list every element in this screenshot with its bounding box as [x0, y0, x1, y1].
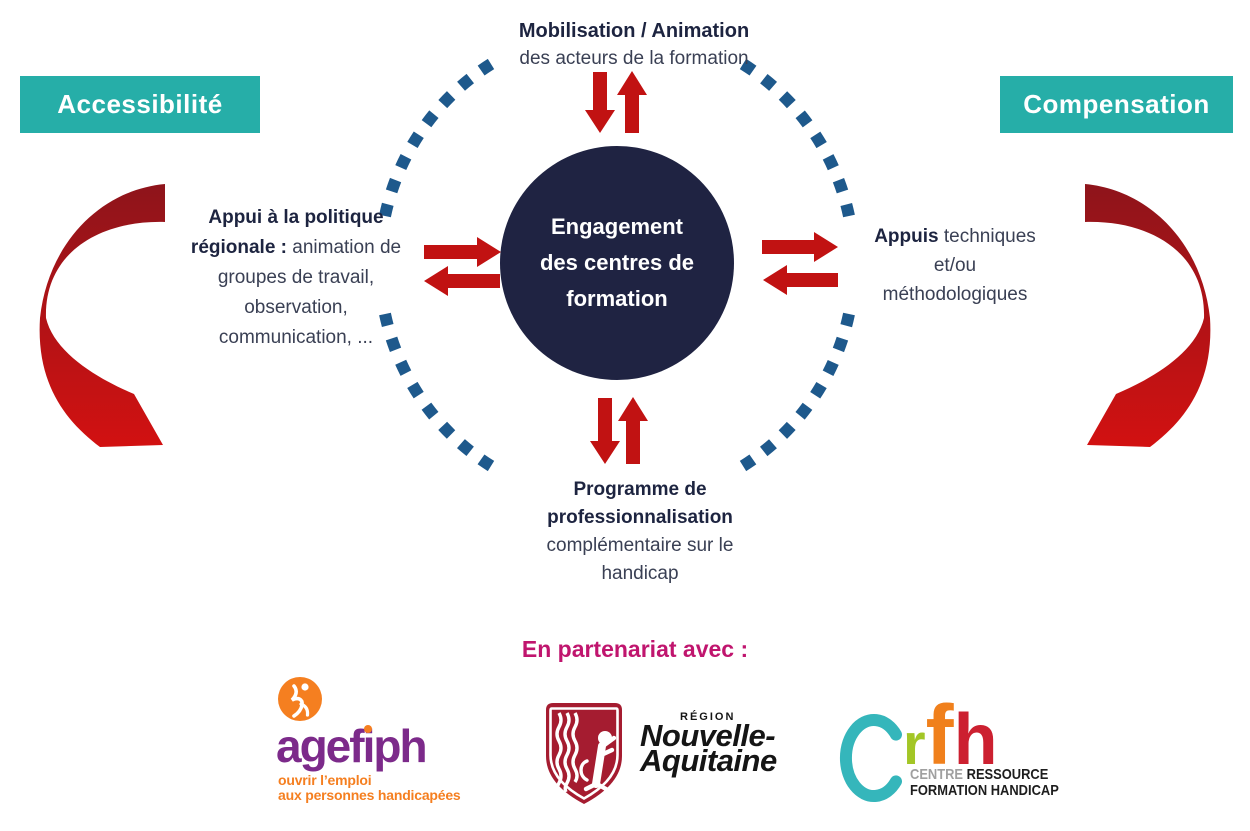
node-appui-politique: Appui à la politique régionale : animati…	[166, 203, 426, 353]
region-line1: Nouvelle-	[640, 718, 776, 753]
node-line: Programme de	[573, 479, 707, 500]
node-line: groupes de travail,	[217, 267, 375, 288]
dashed-arc-top-left-icon	[379, 58, 495, 218]
arrow-down-top-icon	[585, 72, 615, 133]
arrow-right-left-side-icon	[424, 237, 501, 267]
node-line: complémentaire sur le	[546, 535, 734, 556]
curved-arrow-right-icon	[1085, 184, 1211, 447]
center-circle-engagement: Engagement des centres de formation	[500, 146, 734, 380]
node-line: handicap	[601, 563, 679, 584]
arrow-left-right-side-icon	[763, 265, 838, 295]
banner-accessibilite: Accessibilité	[20, 76, 260, 133]
arrow-left-left-side-icon	[424, 266, 500, 296]
crfh-c-icon	[840, 714, 902, 802]
node-line: Mobilisation / Animation	[518, 20, 750, 42]
node-appuis-techniques: Appuis techniques et/ou méthodologiques	[830, 222, 1080, 309]
node-line: observation,	[244, 297, 348, 318]
agefiph-i-orange-dot: i	[362, 720, 376, 772]
banner-accessibilite-label: Accessibilité	[57, 89, 223, 119]
arrow-down-bottom-icon	[590, 398, 620, 464]
node-mobilisation: Mobilisation / Animation des acteurs de …	[484, 18, 784, 72]
center-circle-line2: des centres de	[539, 250, 695, 275]
node-line: Appuis techniques	[874, 226, 1036, 247]
agefiph-tagline: ouvrir l’emploi aux personnes handicapée…	[278, 772, 461, 803]
partners-heading: En partenariat avec :	[521, 636, 749, 662]
node-line: communication, ...	[218, 327, 374, 348]
banner-compensation: Compensation	[1000, 76, 1233, 133]
region-overline: RÉGION	[680, 711, 736, 723]
region-wordmark: RÉGION Nouvelle- Aquitaine	[640, 711, 777, 778]
region-line2: Aquitaine	[640, 743, 777, 778]
crfh-wordmark: rfh	[903, 688, 998, 782]
diagram-arrows-layer	[39, 58, 1211, 472]
center-circle-line1: Engagement	[550, 214, 684, 239]
banner-compensation-label: Compensation	[1023, 89, 1210, 119]
arrow-up-top-icon	[617, 71, 647, 133]
node-line: et/ou	[933, 255, 977, 276]
center-circle-line3: formation	[566, 286, 668, 311]
node-line: professionnalisation	[547, 507, 733, 528]
node-line: Appui à la politique	[208, 207, 384, 228]
node-line: des acteurs de la formation	[519, 48, 749, 69]
dashed-arc-top-right-icon	[739, 58, 855, 218]
agefiph-logo-icon	[278, 677, 322, 721]
agefiph-wordmark: agefiph	[276, 720, 428, 772]
dashed-arc-bottom-right-icon	[739, 312, 855, 472]
lion-icon	[579, 731, 617, 792]
arrow-right-right-side-icon	[762, 232, 838, 262]
curved-arrow-left-icon	[39, 184, 165, 447]
region-nouvelle-aquitaine-shield-icon	[546, 703, 622, 804]
crfh-caption-line2: FORMATION HANDICAP	[910, 782, 1059, 799]
node-programme-professionnalisation: Programme de professionnalisation complé…	[490, 476, 790, 588]
node-line: régionale : animation de	[190, 237, 402, 258]
red-arrows-group	[424, 71, 838, 464]
crfh-caption-line1: CENTRE RESSOURCE	[910, 766, 1049, 783]
arrow-up-bottom-icon	[618, 397, 648, 464]
node-line: méthodologiques	[882, 284, 1028, 305]
